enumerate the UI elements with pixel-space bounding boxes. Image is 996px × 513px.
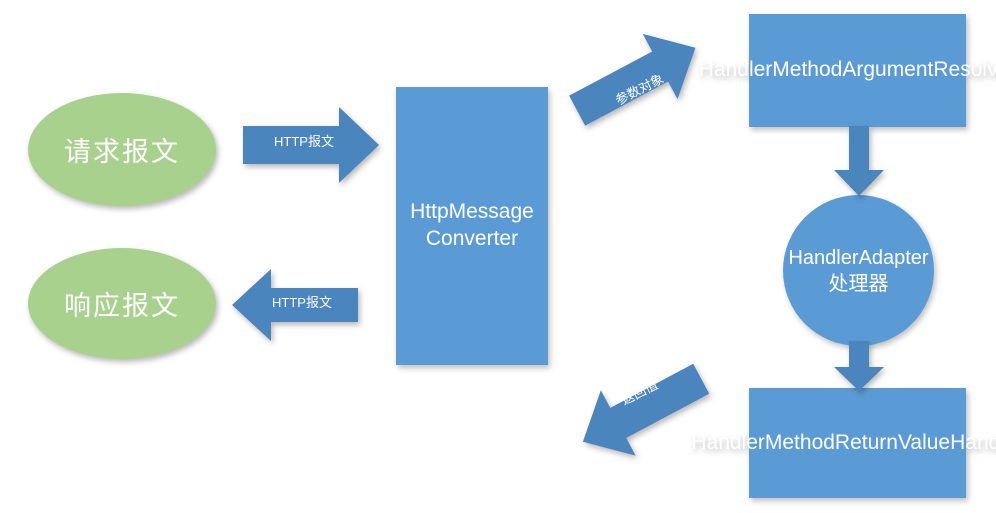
node-http-message-converter-label: HttpMessage Converter: [410, 200, 534, 250]
node-handler-adapter-label: HandlerAdapter处理器: [788, 246, 929, 295]
node-handler-method-return-value-handler-label: HandlerMethodReturnValueHandler: [691, 430, 996, 454]
node-handler-method-argument-resolver-label: HandlerMethodArgumentResolver: [698, 58, 996, 82]
node-handler-method-argument-resolver[interactable]: HandlerMethodArgumentResolver: [699, 14, 996, 127]
node-request-message[interactable]: 请求报文: [28, 93, 216, 206]
edge-adapter-to-return-handler[interactable]: [834, 341, 884, 391]
edge-resolver-to-adapter[interactable]: [834, 126, 884, 196]
node-http-message-converter[interactable]: HttpMessage Converter: [396, 87, 548, 365]
node-handler-adapter[interactable]: HandlerAdapter处理器: [783, 195, 934, 346]
edge-converter-to-resolver[interactable]: [569, 22, 702, 130]
node-response-message-label: 响应报文: [64, 291, 180, 321]
node-handler-method-return-value-handler[interactable]: HandlerMethodReturnValueHandler: [691, 388, 996, 498]
node-request-message-label: 请求报文: [64, 137, 180, 167]
edge-request-to-converter[interactable]: [243, 107, 379, 183]
edge-converter-to-response[interactable]: [232, 269, 358, 341]
edge-return-handler-to-converter[interactable]: [572, 355, 710, 463]
node-response-message[interactable]: 响应报文: [28, 248, 216, 359]
